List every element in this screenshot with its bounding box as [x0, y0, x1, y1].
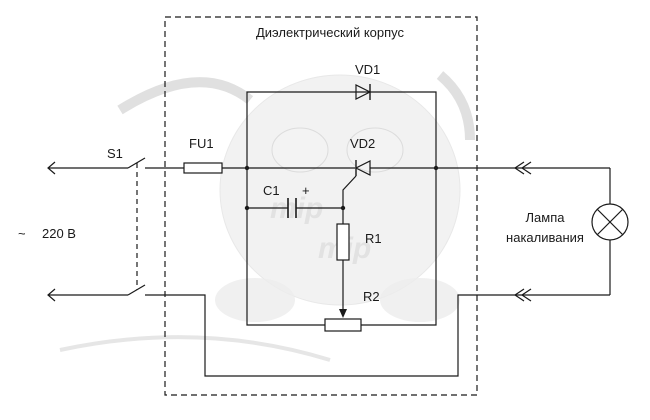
r1-resistor-symbol — [336, 223, 350, 261]
connector-bottom — [513, 288, 532, 302]
dielectric-enclosure — [164, 16, 478, 396]
bottom-return-wire — [145, 294, 610, 377]
r1-label: R1 — [365, 231, 382, 246]
c1-polarity: + — [302, 183, 310, 198]
vd1-branch-wire — [246, 91, 437, 168]
lamp-label-line2: накаливания — [506, 230, 584, 245]
s1-switch-symbol — [127, 157, 146, 296]
inner-left-wire — [246, 168, 325, 326]
bottom-arrow-left — [47, 288, 56, 302]
lamp-label-line1: Лампа — [526, 210, 566, 225]
r2-wiper-arrow — [339, 309, 347, 318]
inner-right-wire — [361, 168, 437, 326]
fu1-label: FU1 — [189, 136, 214, 151]
supply-ac-symbol: ~ — [18, 226, 26, 241]
connector-top — [513, 161, 532, 175]
vd1-label: VD1 — [355, 62, 380, 77]
supply-voltage-label: 220 В — [42, 226, 76, 241]
s1-label: S1 — [107, 146, 123, 161]
top-arrow-left — [47, 161, 56, 175]
vd2-label: VD2 — [350, 136, 375, 151]
lamp-symbol — [591, 203, 629, 241]
vd2-thyristor-symbol — [342, 160, 371, 205]
r2-potentiometer-symbol — [324, 318, 362, 332]
fu1-fuse-symbol — [183, 162, 223, 174]
enclosure-title: Диэлектрический корпус — [256, 25, 405, 40]
watermark-frog: mip mip — [59, 71, 475, 362]
r2-label: R2 — [363, 289, 380, 304]
c1-label: C1 — [263, 183, 280, 198]
vd1-diode-symbol — [355, 84, 372, 100]
